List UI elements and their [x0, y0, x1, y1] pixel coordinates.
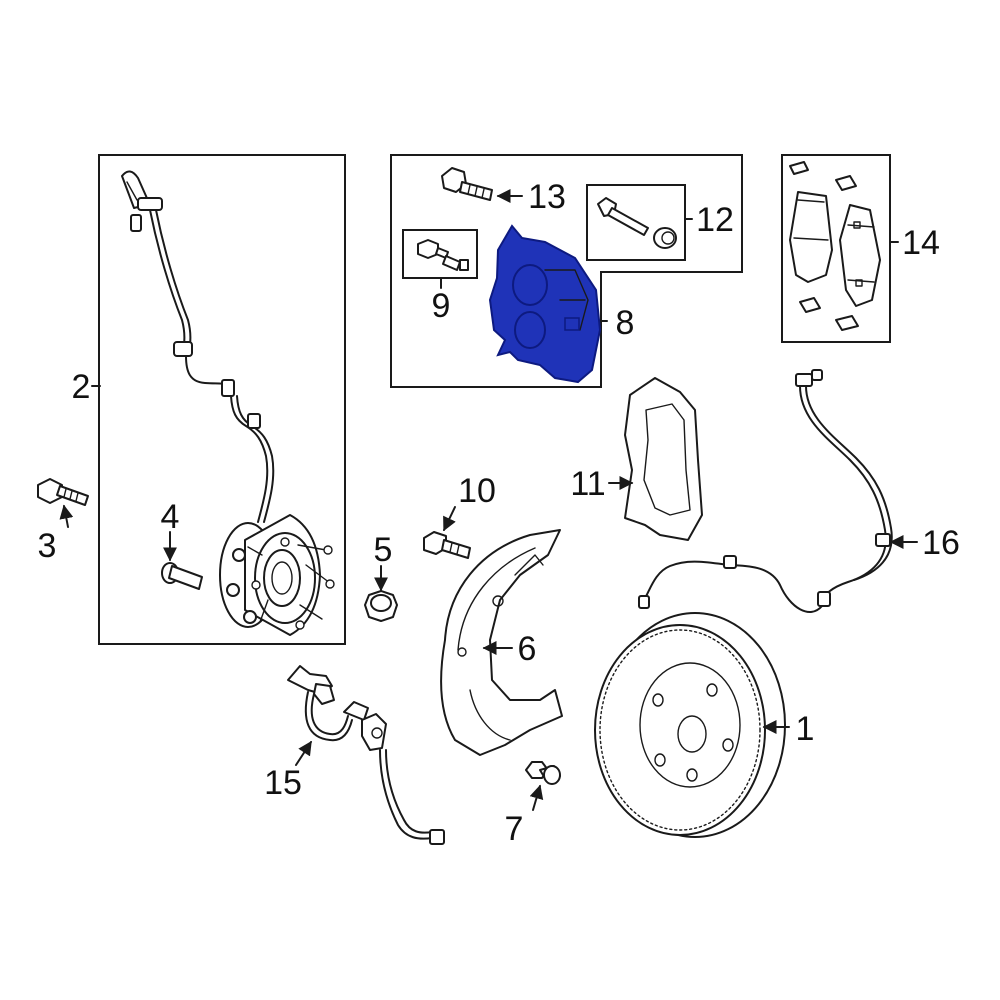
brake-hose-15[interactable] — [287, 665, 445, 845]
callout-7: 7 — [505, 810, 524, 848]
callout-13: 13 — [528, 178, 566, 216]
guide-pin-12[interactable] — [597, 197, 677, 249]
brake-caliper-8[interactable] — [488, 224, 602, 384]
callout-1: 1 — [796, 710, 815, 748]
brake-pads-14[interactable] — [789, 161, 881, 331]
callout-8: 8 — [616, 304, 635, 342]
callout-14: 14 — [902, 224, 940, 262]
callout-3: 3 — [38, 527, 57, 565]
callout-4: 4 — [161, 498, 180, 536]
sensor-harness-16[interactable] — [638, 369, 893, 613]
callout-6: 6 — [518, 630, 537, 668]
callout-15: 15 — [264, 764, 302, 802]
pad-kit-box — [781, 154, 891, 343]
hub-cap-5[interactable] — [364, 590, 398, 622]
callout-11: 11 — [570, 465, 605, 503]
callout-16: 16 — [922, 524, 960, 562]
caliper-group-box — [390, 154, 743, 388]
hub-group-box — [98, 154, 346, 645]
hub-and-sensor-harness[interactable] — [121, 170, 335, 636]
bleeder-screw-9[interactable] — [417, 239, 469, 271]
caliper-bolt-13[interactable] — [441, 167, 493, 201]
pin-kit-box — [586, 184, 686, 261]
bracket-bolt-10[interactable] — [423, 531, 471, 559]
flange-bolt-3[interactable] — [37, 478, 89, 506]
callout-10: 10 — [458, 472, 496, 510]
wheel-stud-4[interactable] — [161, 562, 203, 590]
shield-bolt-7[interactable] — [525, 761, 561, 785]
dust-shield-6[interactable] — [440, 529, 563, 756]
callout-12: 12 — [696, 201, 734, 239]
callout-9: 9 — [432, 287, 451, 325]
callout-labels: 1 2 3 4 5 6 7 8 9 10 11 12 13 14 15 16 — [38, 178, 960, 848]
brake-rotor-1[interactable] — [594, 612, 786, 838]
callout-5: 5 — [374, 531, 393, 569]
callout-2: 2 — [72, 368, 91, 406]
leader-lines — [59, 189, 918, 811]
bleeder-kit-box — [402, 229, 478, 279]
caliper-bracket-11[interactable] — [624, 377, 703, 541]
